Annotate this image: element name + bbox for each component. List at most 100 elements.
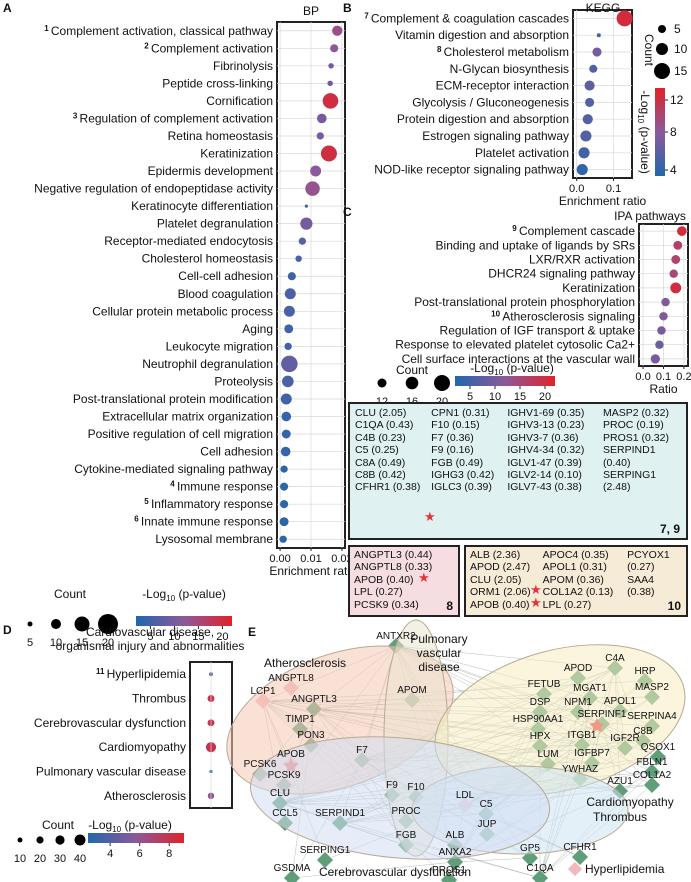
subscript: 10 [166, 594, 175, 603]
category-label: Cerebrovascular dysfunction [34, 716, 186, 730]
gene-entry: (0.38) [627, 586, 655, 599]
gene-entry: (0.27) [627, 561, 655, 574]
gene-entry: CLU (2.05) [470, 573, 522, 586]
category-label: ECM-receptor interaction [436, 79, 569, 93]
gene-entry: LPL (0.27) [542, 598, 592, 611]
gene-entry: APOD (2.47) [470, 561, 531, 574]
gene-node-label: PCSK9 [268, 770, 301, 781]
gene-entry: APOB (0.40) [470, 598, 530, 611]
gene-entry: CFHR1 (0.38) [355, 481, 421, 494]
table-badge: 10 [667, 598, 681, 613]
subscript: 10 [112, 825, 121, 834]
gene-node-label: NPM1 [564, 697, 592, 708]
gene-entry: ALB (2.36) [470, 549, 521, 561]
data-point [295, 255, 302, 262]
gene-node-label: APOD [564, 663, 592, 674]
table-badge: 8 [446, 598, 453, 613]
gene-node [643, 776, 661, 794]
category-number: 8 [437, 45, 444, 54]
count-legend-dot [434, 375, 450, 391]
data-point [671, 255, 681, 264]
gene-node-label: C4A [605, 653, 625, 664]
category-number: 5 [144, 497, 151, 506]
star-icon: ★ [530, 595, 542, 610]
panel-b-tag: B [343, 1, 352, 15]
data-point [316, 132, 324, 140]
gene-node-label: C8B [633, 726, 653, 737]
category-label: Positive regulation of cell migration [88, 427, 273, 441]
x-tick-label: 0.01 [300, 553, 321, 565]
gene-node-label: GP5 [520, 843, 540, 854]
gene-entry: C5 (0.25) [355, 444, 399, 457]
gene-node-label: DSP [530, 697, 551, 708]
category-label: 11 Hyperlipidemia [96, 667, 186, 681]
color-bar-label: 4 [107, 848, 113, 860]
gene-node-label: APOL1 [604, 696, 637, 707]
color-bar [136, 616, 232, 626]
category-label: 8 Cholesterol metabolism [437, 45, 569, 59]
data-point [287, 272, 296, 281]
star-icon: ★ [530, 582, 542, 597]
color-bar-label: 4 [670, 163, 677, 177]
category-label: 9 Complement cascade [512, 224, 635, 238]
gene-node-label: LDL [456, 790, 475, 801]
plot-title: IPA pathways [614, 209, 686, 223]
count-legend-label: 10 [14, 853, 26, 865]
data-point [592, 47, 602, 57]
gene-node-label: SERPINA4 [627, 711, 677, 722]
data-point [584, 80, 595, 91]
data-point [585, 97, 595, 107]
category-label: Protein digestion and absorption [397, 112, 569, 126]
category-label: 5 Inflammatory response [144, 497, 273, 511]
color-legend-title: -Log10 (p-value) [88, 818, 172, 834]
color-bar-label: 10 [168, 631, 180, 643]
count-legend-label: 10 [674, 42, 688, 56]
data-point [589, 64, 598, 73]
data-point [677, 226, 687, 236]
gene-entry: PROC (0.19) [603, 419, 664, 432]
data-point [616, 10, 633, 27]
gene-node-label: HPX [530, 731, 551, 742]
gene-node-label: LUM [537, 749, 558, 760]
category-label: Cell-cell adhesion [178, 269, 273, 283]
count-legend-dot [98, 614, 118, 634]
gene-node-label: JUP [478, 819, 497, 830]
gene-entry: SERPING1 [603, 469, 657, 482]
table-badge: 7, 9 [659, 521, 680, 536]
data-point [280, 500, 289, 509]
color-bar-label: 12 [670, 93, 684, 107]
gene-node-label: C1QA [526, 863, 554, 874]
gene-entry: APOL1 (0.31) [542, 561, 607, 574]
category-label: Keratinization [200, 147, 273, 161]
title-rest: (p-value) [503, 361, 554, 375]
gene-node-label: PROC [392, 806, 421, 817]
data-point [279, 517, 289, 527]
category-label: Blood coagulation [178, 287, 273, 301]
x-axis-label: Ratio [649, 382, 677, 396]
count-legend-label: 15 [76, 637, 88, 649]
color-bar-label: 8 [670, 125, 677, 139]
plot-title: BP [303, 4, 319, 18]
data-point [279, 535, 287, 543]
data-point [596, 33, 601, 38]
gene-entry: SERPIND1 [603, 444, 656, 457]
gene-node-label: CFHR1 [563, 842, 597, 853]
region-label: disease [418, 660, 460, 674]
color-bar-label: 6 [137, 848, 143, 860]
gene-node-label: IGF2R [610, 733, 639, 744]
gene-node-label: F9 [386, 780, 398, 791]
data-point [659, 312, 668, 321]
gene-node [649, 748, 667, 766]
gene-entry: IGHG3 (0.42) [431, 469, 495, 482]
color-legend-title: -Log10 (p-value) [636, 90, 652, 174]
gene-node-label: YWHAZ [562, 764, 598, 775]
category-text: Immune response [177, 480, 273, 494]
gene-entry: PROS1 (0.32) [603, 431, 669, 444]
category-label: 3 Regulation of complement activation [73, 111, 273, 125]
gene-table-c8: ANGPTL3 (0.44) ANGPTL8 (0.33) APOB (0.40… [348, 545, 460, 617]
category-label: Neutrophil degranulation [142, 357, 273, 371]
category-label: Peptide cross-linking [162, 76, 273, 90]
title-rest: (p-value) [121, 818, 172, 832]
gene-col-4: MASP2 (0.32) PROC (0.19) PROS1 (0.32) SE… [603, 407, 681, 494]
